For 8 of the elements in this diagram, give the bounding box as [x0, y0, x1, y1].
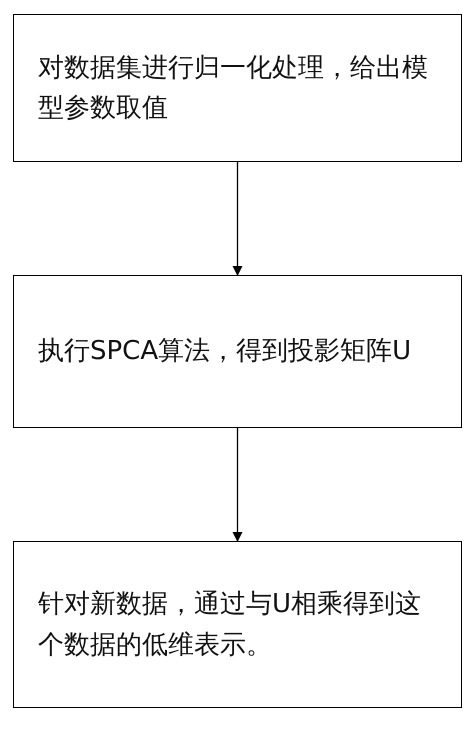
process-box	[13, 275, 462, 428]
arrow	[232, 428, 242, 542]
process-box	[13, 541, 462, 708]
step-text: 执行SPCA算法，得到投影矩阵U	[38, 335, 412, 368]
process-box	[13, 14, 462, 162]
arrow	[232, 162, 242, 276]
step-text: 对数据集进行归一化处理，给出模型参数取值	[38, 52, 429, 125]
step-text: 针对新数据，通过与U相乘得到这个数据的低维表示。	[38, 588, 422, 662]
